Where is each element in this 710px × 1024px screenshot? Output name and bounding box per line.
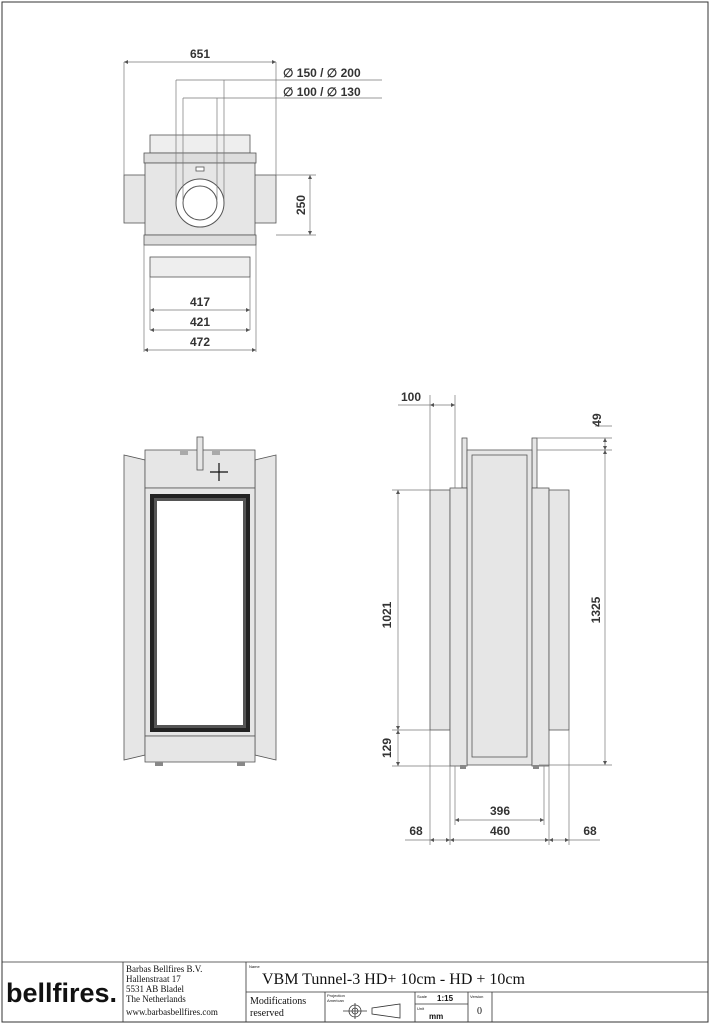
- modifications-line-1: Modifications: [250, 996, 306, 1007]
- dim-421-label: 421: [190, 315, 210, 329]
- dim-inner-diameter-label: ∅ 100 / ∅ 130: [283, 85, 361, 99]
- projection-symbol-icon: [343, 1003, 401, 1019]
- company-postcode: 5531 AB Bladel: [126, 984, 184, 994]
- dim-49-label: 49: [590, 413, 604, 427]
- crosshair-icon: [210, 463, 228, 481]
- dim-68-left-label: 68: [409, 824, 423, 838]
- unit-value: mm: [429, 1012, 443, 1021]
- company-logo: bellfires.: [6, 978, 117, 1008]
- company-name: Barbas Bellfires B.V.: [126, 964, 202, 974]
- top-view-dimensions: [123, 59, 382, 353]
- side-view: [429, 437, 570, 769]
- top-view: [123, 134, 277, 278]
- title-block: [2, 961, 708, 1022]
- dim-68-right-label: 68: [583, 824, 597, 838]
- version-value: 0: [477, 1006, 482, 1017]
- name-field-label: Name: [249, 964, 260, 969]
- dim-460-label: 460: [490, 824, 510, 838]
- version-label: Version: [470, 994, 483, 999]
- dim-outer-diameter-label: ∅ 150 / ∅ 200: [283, 66, 361, 80]
- dim-472-label: 472: [190, 335, 210, 349]
- dim-depth-label: 250: [294, 195, 308, 215]
- drawing-title: VBM Tunnel-3 HD+ 10cm - HD + 10cm: [262, 971, 525, 988]
- dim-width-label: 651: [190, 47, 210, 61]
- front-view: [123, 436, 277, 766]
- company-website: www.barbasbellfires.com: [126, 1007, 218, 1017]
- dim-1021-label: 1021: [380, 601, 394, 628]
- dim-396-label: 396: [490, 804, 510, 818]
- dim-417-label: 417: [190, 295, 210, 309]
- projection-label-line-1: Projection: [327, 993, 345, 998]
- dim-1325-label: 1325: [589, 596, 603, 623]
- company-country: The Netherlands: [126, 994, 186, 1004]
- modifications-line-2: reserved: [250, 1008, 284, 1019]
- unit-label: Unit: [417, 1006, 425, 1011]
- side-view-dimensions: [392, 395, 612, 845]
- scale-label: Scale: [417, 994, 428, 999]
- dim-129-label: 129: [380, 738, 394, 758]
- scale-value: 1:15: [437, 994, 454, 1003]
- dim-100-label: 100: [401, 390, 421, 404]
- company-street: Hallenstraat 17: [126, 974, 181, 984]
- projection-label-line-2: American: [327, 998, 344, 1003]
